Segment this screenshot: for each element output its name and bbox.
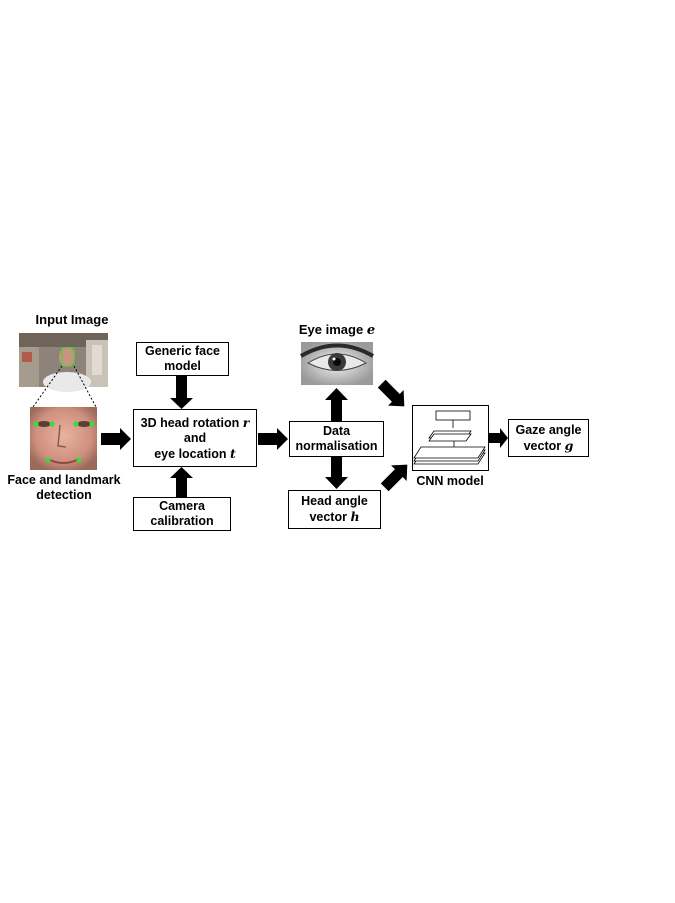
face-detection-line1: Face and landmark [7,473,121,487]
camera-calibration-box: Camera calibration [133,497,231,531]
arrow-eye-to-cnn [377,379,405,407]
head-angle-variable: h [350,509,360,524]
arrow-model-to-pose [170,376,193,409]
head-pose-line1: 3D head rotation r [140,414,250,430]
rotation-variable: r [242,414,250,430]
input-image-title: Input Image [35,312,109,327]
generic-face-model-line1: Generic face [144,344,221,358]
arrow-camera-to-pose [170,467,193,497]
arrow-norm-to-eye [325,388,348,421]
head-angle-line1: Head angle [301,494,368,508]
arrow-face-to-pose [101,428,131,450]
data-normalisation-line1: Data [322,424,351,438]
generic-face-model-line2: model [164,359,201,373]
flow-arrows [101,376,508,497]
face-detection-line2: detection [36,488,92,502]
input-photo [19,333,108,392]
zoom-line-left [32,365,63,408]
arrow-norm-to-headangle [325,457,348,489]
generic-face-model-box: Generic face model [136,342,229,376]
gaze-angle-line2: vector g [523,437,574,453]
eye-image-title: Eye image e [298,322,376,338]
camera-calibration-line2: calibration [150,514,214,528]
gaze-angle-box: Gaze angle vector g [508,419,589,457]
cnn-model-label: CNN model [416,474,484,488]
camera-calibration-line1: Camera [159,499,205,513]
head-pose-line2: and [183,430,207,445]
cnn-model-box [412,405,489,471]
arrow-headangle-to-cnn [380,464,408,492]
head-pose-line3: eye location t [154,445,236,461]
face-detection-label: Face and landmark detection [0,473,128,503]
data-normalisation-box: Data normalisation [289,421,384,457]
location-variable: t [229,445,236,461]
eye-image-variable: e [366,323,376,338]
face-photo [30,407,97,470]
arrow-cnn-to-gaze [489,428,508,448]
data-normalisation-line2: normalisation [295,439,378,453]
gaze-variable: g [564,437,574,453]
head-pose-box: 3D head rotation r and eye location t [133,409,257,467]
landmark-points [33,421,95,463]
arrow-pose-to-norm [258,428,288,450]
head-angle-line2: vector h [309,509,360,524]
head-angle-box: Head angle vector h [288,490,381,529]
eye-photo [299,342,375,385]
gaze-angle-line1: Gaze angle [515,422,582,437]
